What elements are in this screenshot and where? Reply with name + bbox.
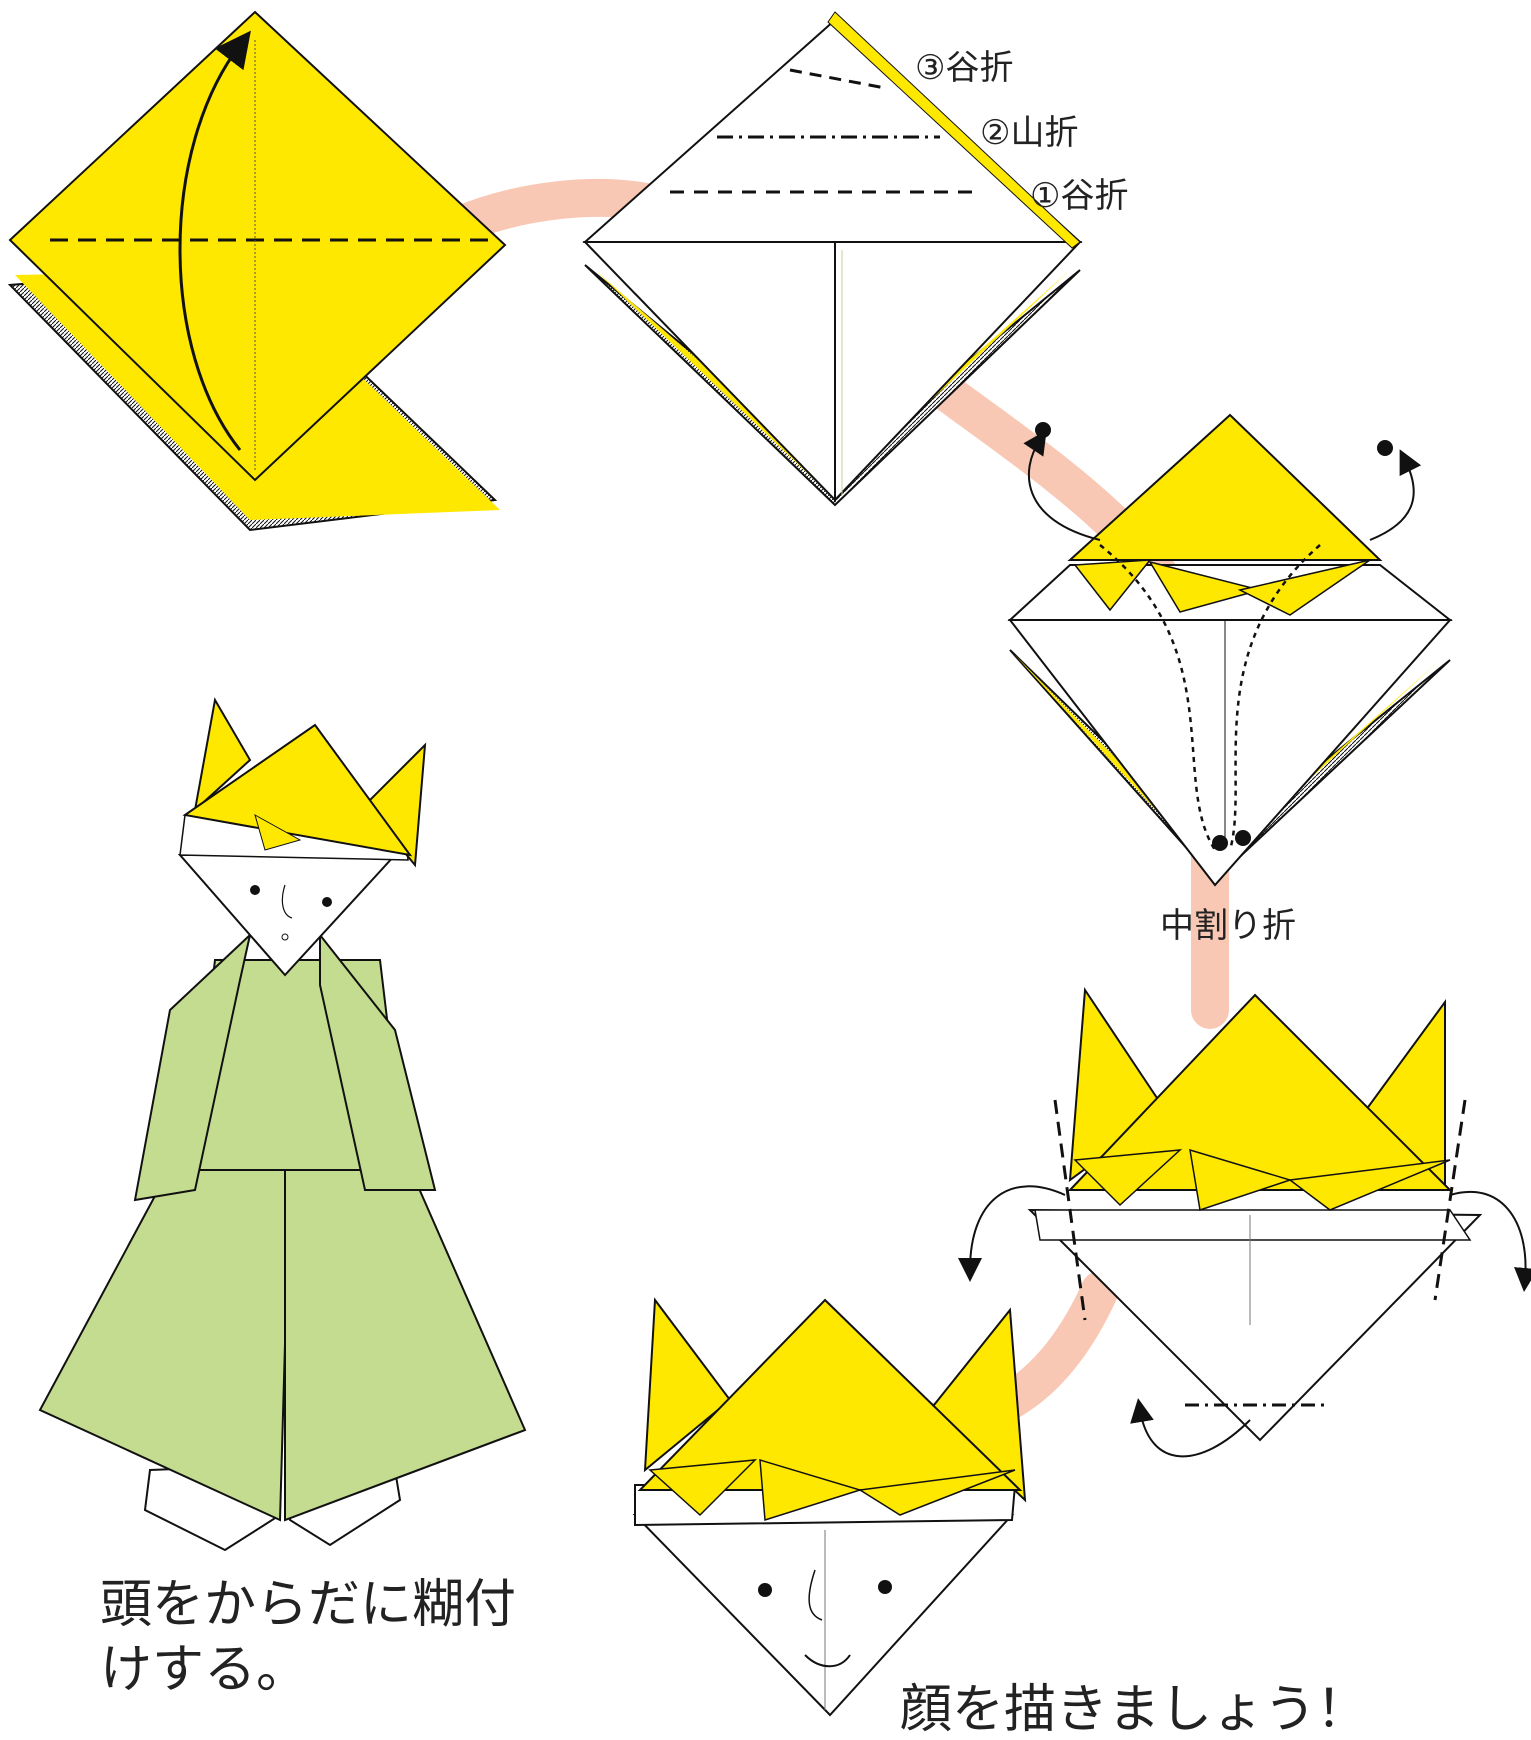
- fold-label-mountain-2: ②山折: [980, 113, 1079, 153]
- mouth: [804, 1654, 851, 1668]
- step-4-diagram: [958, 987, 1531, 1458]
- step-5-head: [632, 1297, 1027, 1717]
- robe-left: [38, 1167, 292, 1522]
- step-3-diagram: [1007, 413, 1453, 887]
- draw-face-caption: 顔を描きましょう！: [900, 1680, 1369, 1740]
- step-6-figure: [38, 697, 527, 1552]
- figure-left-eye: [250, 885, 260, 895]
- glue-head-caption-line1: 頭をからだに糊付: [100, 1575, 517, 1635]
- fold-label-valley-1: ①谷折: [1030, 176, 1129, 216]
- step-2-diagram: [582, 11, 1083, 507]
- fold-label-valley-3: ③谷折: [915, 48, 1014, 88]
- figure-right-eye: [322, 897, 332, 907]
- flow-band: [441, 178, 1229, 1441]
- nose: [808, 1569, 823, 1621]
- right-eye: [878, 1580, 892, 1594]
- inside-reverse-fold-label: 中割り折: [1160, 906, 1296, 946]
- step-1-diagram: [7, 10, 507, 532]
- left-sleeve: [133, 932, 252, 1202]
- left-eye: [758, 1583, 772, 1597]
- right-sleeve: [319, 932, 437, 1191]
- glue-head-caption-line2: けする。: [100, 1640, 309, 1700]
- robe-right: [284, 1167, 527, 1522]
